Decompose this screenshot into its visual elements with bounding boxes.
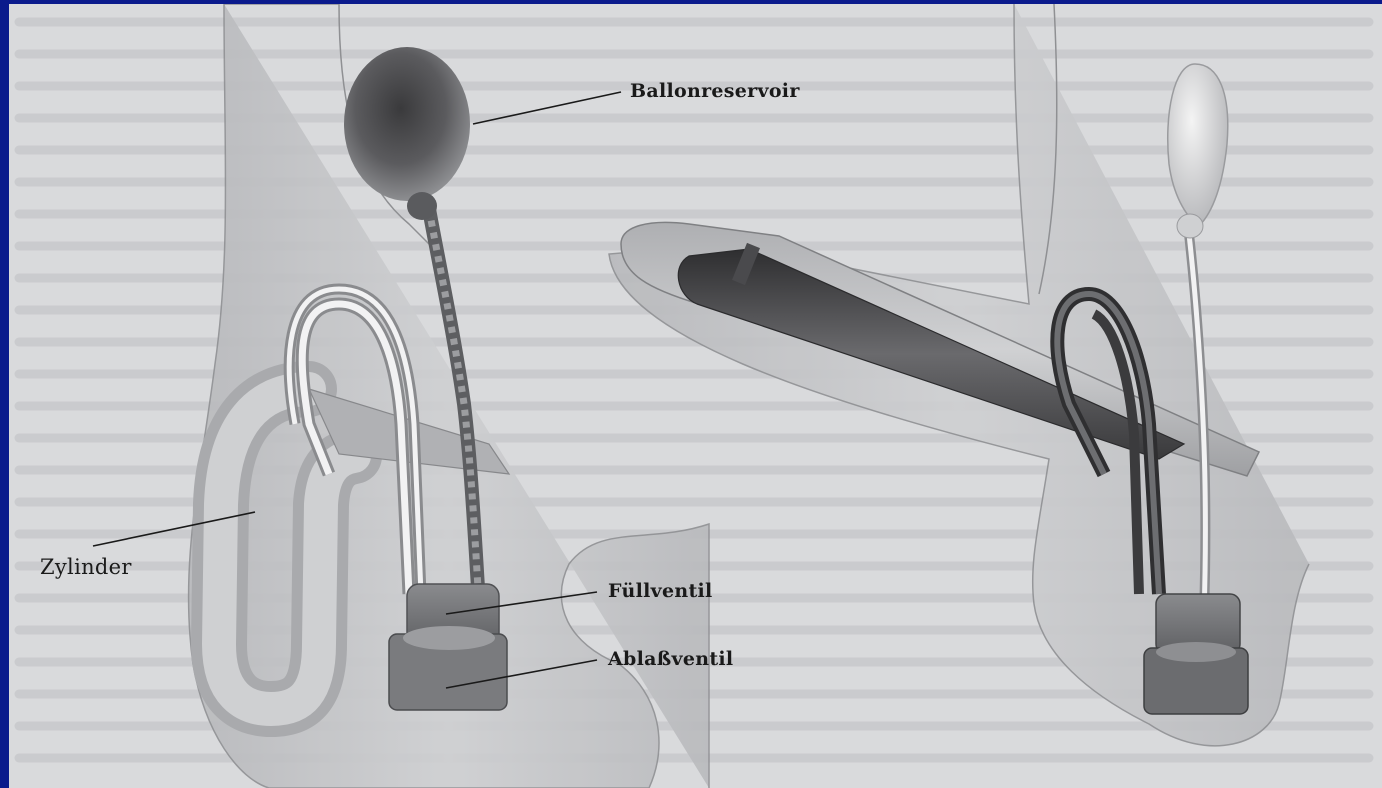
- label-balloon-reservoir: Ballonreservoir: [630, 80, 800, 102]
- label-fill-valve: Füllventil: [608, 580, 713, 602]
- left-pump-valves: [389, 584, 507, 710]
- penile-implant-diagram: [9, 4, 1382, 788]
- scanned-page: Ballonreservoir Zylinder Füllventil Abla…: [9, 4, 1382, 788]
- balloon-reservoir: [344, 47, 470, 220]
- label-release-valve: Ablaßventil: [608, 648, 733, 670]
- right-pump-valves: [1144, 594, 1248, 714]
- label-cylinder: Zylinder: [40, 555, 132, 579]
